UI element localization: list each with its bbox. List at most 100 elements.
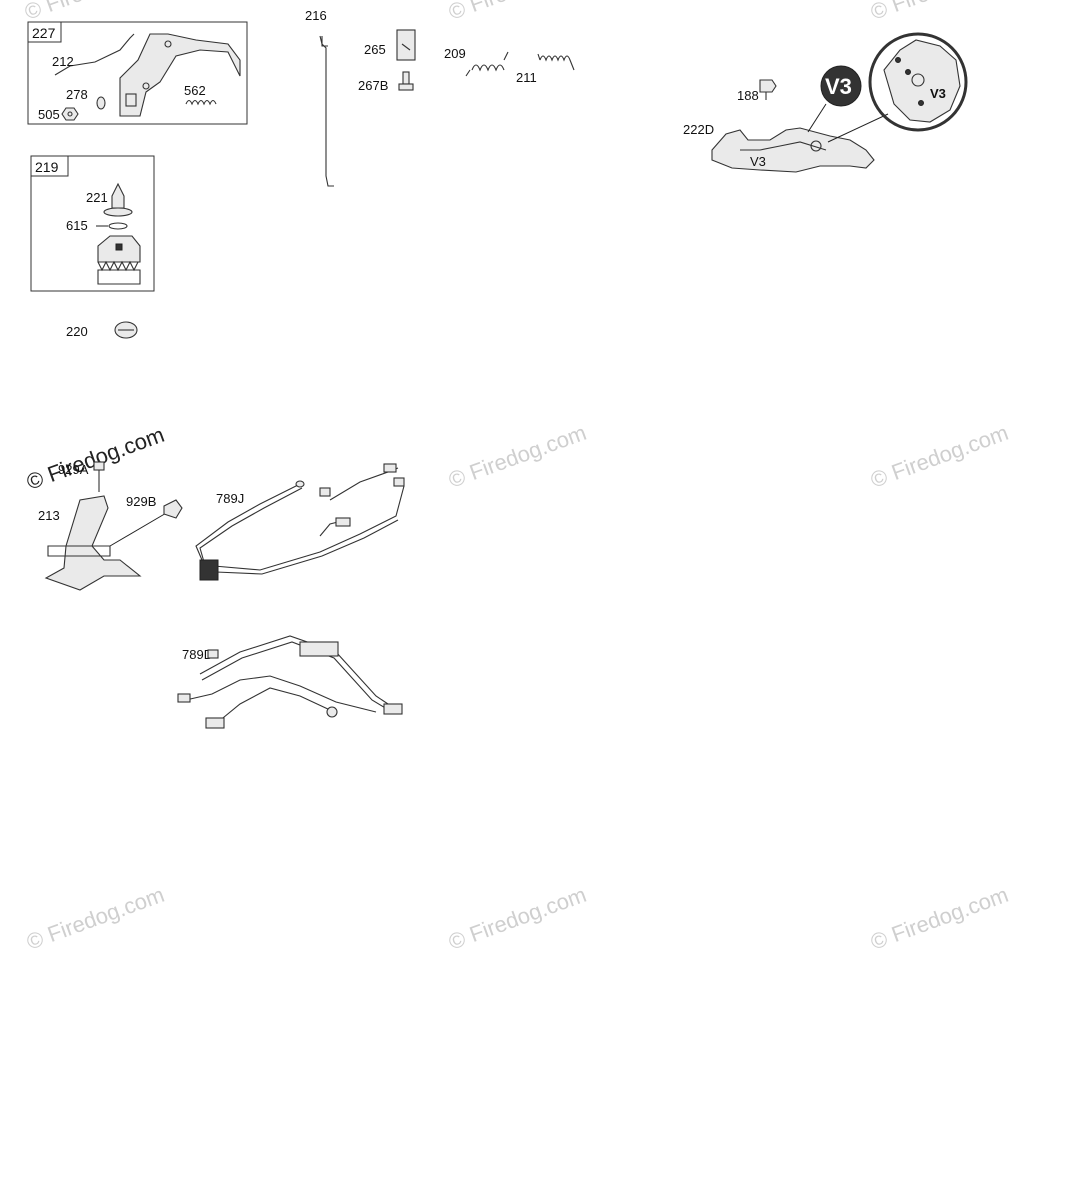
- part-562-spring[interactable]: [185, 99, 217, 106]
- callout-222D[interactable]: 222D: [683, 122, 714, 137]
- v3-badge: [820, 65, 862, 107]
- part-213[interactable]: 929A 213 929B: [38, 461, 183, 591]
- bracket-v3-mark: V3: [750, 154, 766, 169]
- part-222D[interactable]: 188 222D V3 V3 V3: [683, 32, 968, 173]
- part-188-screw[interactable]: [759, 79, 777, 93]
- callout-929B[interactable]: 929B: [126, 494, 156, 509]
- callout-562[interactable]: 562: [184, 83, 206, 98]
- part-216-rod[interactable]: [319, 35, 334, 187]
- part-505-nut[interactable]: [61, 107, 79, 121]
- bracket-hole: [142, 82, 150, 90]
- harness-789J-switch[interactable]: [199, 559, 219, 581]
- callout-227[interactable]: 227: [32, 25, 56, 41]
- watermark: © Firedog.com: [867, 882, 1011, 955]
- part-267B-screw[interactable]: [402, 71, 410, 85]
- callout-211[interactable]: 211: [516, 70, 537, 85]
- harness-789D-wire: [185, 675, 377, 713]
- part-213-bracket[interactable]: [44, 495, 142, 591]
- part-615-ring[interactable]: [108, 222, 128, 230]
- harness-789J-wire: [329, 467, 399, 501]
- part-220[interactable]: 220: [66, 321, 138, 339]
- callout-221[interactable]: 221: [86, 190, 108, 205]
- part-227-bracket[interactable]: [119, 33, 241, 117]
- gear-base: [97, 269, 141, 285]
- part-929B-screw[interactable]: [163, 499, 183, 519]
- kit-219-frame: [30, 155, 155, 292]
- harness-789D-wire: [201, 641, 393, 713]
- watermark: © Firedog.com: [445, 420, 589, 493]
- part-789J[interactable]: 789J: [195, 463, 405, 581]
- zoom-plate: [883, 39, 961, 123]
- part-265[interactable]: 265: [364, 29, 416, 61]
- part-267B[interactable]: 267B: [358, 71, 414, 93]
- callout-615[interactable]: 615: [66, 218, 88, 233]
- watermark: © Firedog.com: [867, 420, 1011, 493]
- part-211-spring[interactable]: [537, 53, 575, 71]
- zoom-leader: [827, 113, 889, 143]
- part-222D-bracket[interactable]: [711, 127, 875, 173]
- v3-leader: [807, 103, 827, 133]
- watermark: © Firedog.com: [23, 422, 167, 495]
- gear-cutout: [115, 243, 123, 251]
- harness-789J-plug: [383, 463, 397, 473]
- watermark: © Firedog.com: [445, 0, 589, 25]
- zoom-dot: [918, 100, 924, 106]
- watermark: © Firedog.com: [445, 882, 589, 955]
- part-278-washer[interactable]: [96, 96, 106, 110]
- bracket-hole: [164, 40, 172, 48]
- part-211[interactable]: 211: [516, 53, 575, 85]
- part-209[interactable]: 209: [444, 46, 509, 77]
- callout-188[interactable]: 188: [737, 88, 759, 103]
- kit-219-tag: [30, 155, 69, 177]
- callout-209[interactable]: 209: [444, 46, 466, 61]
- callout-219[interactable]: 219: [35, 159, 59, 175]
- kit-227[interactable]: 227 212 278 505 562: [27, 21, 248, 125]
- part-929A-screw[interactable]: [93, 461, 105, 471]
- harness-789D-plug: [207, 649, 219, 659]
- spool-flange: [103, 207, 133, 217]
- part-212-link[interactable]: [54, 33, 135, 76]
- screw-head: [398, 83, 414, 91]
- bracket-pivot: [810, 140, 822, 152]
- callout-265[interactable]: 265: [364, 42, 386, 57]
- watermark: © Firedog.com: [867, 0, 1011, 25]
- callout-929A[interactable]: 929A: [58, 462, 89, 477]
- callout-505[interactable]: 505: [38, 107, 60, 122]
- watermarks: © Firedog.com © Firedog.com © Firedog.co…: [21, 0, 1011, 955]
- callout-267B[interactable]: 267B: [358, 78, 388, 93]
- callout-789D[interactable]: 789D: [182, 647, 213, 662]
- harness-789D-plug: [383, 703, 403, 715]
- callout-216[interactable]: 216: [305, 8, 327, 23]
- clip-detail: [401, 43, 411, 51]
- harness-789J-plug: [393, 477, 405, 487]
- callout-213[interactable]: 213: [38, 508, 60, 523]
- callout-789J[interactable]: 789J: [216, 491, 244, 506]
- harness-789D-wire[interactable]: [199, 635, 395, 709]
- nut-bore: [67, 111, 73, 117]
- part-221-spool[interactable]: [111, 182, 125, 209]
- harness-789J-wire: [213, 485, 405, 571]
- zoom-v3-mark: V3: [930, 86, 946, 101]
- harness-789J-terminal: [295, 480, 305, 488]
- rod-hook-top: [321, 36, 328, 47]
- leader-929B: [109, 511, 169, 547]
- kit-219[interactable]: 219 221 615: [30, 155, 155, 292]
- part-209-spring[interactable]: [465, 51, 509, 77]
- zoom-hub: [911, 73, 925, 87]
- zoom-circle: [868, 32, 968, 132]
- harness-789D-wire: [217, 687, 331, 723]
- callout-212[interactable]: 212: [52, 54, 74, 69]
- kit-227-tag: [27, 21, 62, 43]
- part-265-clip[interactable]: [396, 29, 416, 61]
- zoom-dot: [905, 69, 911, 75]
- harness-789D-plug: [205, 717, 225, 729]
- part-789D[interactable]: 789D: [177, 635, 403, 729]
- v3-badge-text: V3: [825, 74, 852, 99]
- part-216[interactable]: 216: [305, 8, 334, 187]
- harness-789D-sleeve: [299, 641, 339, 657]
- harness-789J-wire[interactable]: [195, 483, 301, 561]
- callout-278[interactable]: 278: [66, 87, 88, 102]
- bracket-slot: [125, 93, 137, 107]
- callout-220[interactable]: 220: [66, 324, 88, 339]
